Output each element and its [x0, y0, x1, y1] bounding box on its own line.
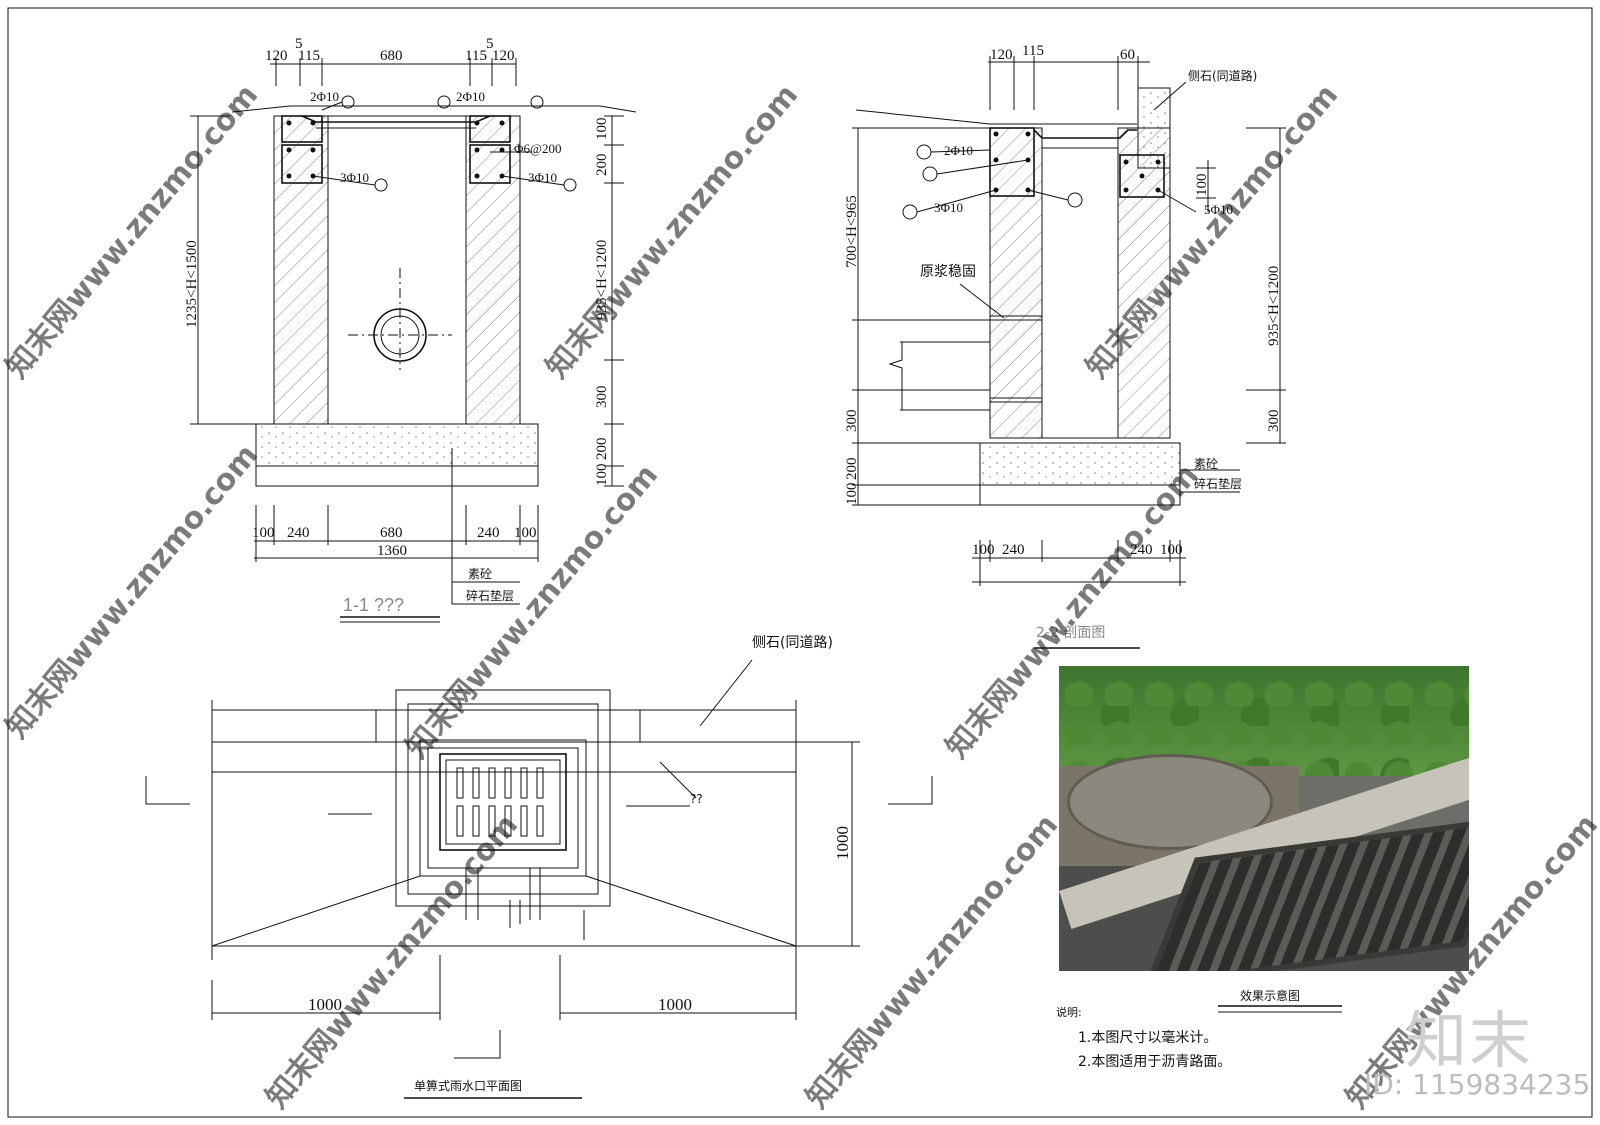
- dim-bottom-2: 240: [287, 525, 310, 541]
- s22-dim-bottom-4: 100: [1160, 542, 1183, 558]
- dim-bottom-4: 240: [477, 525, 500, 541]
- section-2-2-title: 2-2 剖面图: [1036, 625, 1105, 641]
- dim-right-1: 100: [594, 118, 610, 141]
- dim-top-3: 680: [380, 48, 403, 64]
- s22-mortar-label: 原浆稳固: [920, 264, 976, 280]
- s22-dim-right-2: 935<H<1200: [1266, 266, 1282, 346]
- note-item-2: 2.本图适用于沥青路面。: [1078, 1054, 1231, 1070]
- effect-photo: [1059, 666, 1469, 971]
- s22-rebar-1: 2Φ10: [944, 143, 973, 158]
- note-item-1: 1.本图尺寸以毫米计。: [1078, 1029, 1217, 1046]
- s22-dim-right-1: 100: [1194, 174, 1210, 197]
- dim-bottom-5: 100: [514, 525, 537, 541]
- rebar-label-3: 3Φ10: [340, 170, 369, 185]
- plan-title: 单箅式雨水口平面图: [414, 1078, 522, 1093]
- section-2-2: [852, 56, 1286, 649]
- plan-dim-right: 1000: [658, 995, 692, 1014]
- dim-top-small-1: 5: [295, 36, 303, 52]
- s22-dim-left-1: 700<H<965: [844, 195, 860, 268]
- watermark-5: 知末网www.znzmo.com: [399, 458, 665, 765]
- s22-curb-label: 侧石(同道路): [1188, 68, 1257, 83]
- dim-right-4: 300: [594, 386, 610, 409]
- rebar-label-4: 3Φ10: [528, 170, 557, 185]
- dim-right-6: 100: [594, 464, 610, 487]
- dim-right-2: 200: [594, 154, 610, 177]
- dim-bottom-3: 680: [380, 525, 403, 541]
- plain-concrete-base: [255, 423, 539, 467]
- s22-dim-bottom-1: 100: [972, 542, 995, 558]
- plan-labels: 侧石(同道路) ?? 1000 1000 1000 单箅式雨水口平面图: [308, 635, 852, 1093]
- section-1-1: [190, 58, 637, 623]
- s22-rebar-2: 3Φ10: [934, 200, 963, 215]
- dim-left-height: 1235<H<1500: [184, 240, 200, 328]
- sheet-border: [7, 7, 1593, 1118]
- s22-dim-bottom-3: 240: [1130, 542, 1153, 558]
- s22-dim-left-4: 100: [844, 483, 860, 506]
- photo-caption: 效果示意图: [1240, 988, 1300, 1003]
- section-1-1-labels: 120 115 680 115 120 5 5 2Φ10 2Φ10 3Φ10 3…: [184, 36, 610, 615]
- dim-right-5: 200: [594, 438, 610, 461]
- s22-dim-top-3: 60: [1120, 47, 1135, 63]
- s22-base-concrete: 素砼: [1194, 457, 1218, 471]
- s22-dim-left-2: 300: [844, 410, 860, 433]
- watermark-id: ID: 1159834235: [1364, 1068, 1591, 1101]
- base-label-gravel: 碎石垫层: [466, 588, 514, 603]
- dim-top-small-2: 5: [486, 36, 494, 52]
- plan-unknown-label: ??: [690, 792, 703, 806]
- watermark-logo: 知末: [1405, 1004, 1534, 1077]
- s22-dim-right-3: 300: [1266, 410, 1282, 433]
- plan-grate: [439, 753, 567, 851]
- dim-right-3: 935<H<1200: [594, 240, 610, 320]
- section-2-2-labels: 120 115 60 侧石(同道路) 2Φ10 3Φ10 5Φ10 原浆稳固 素…: [844, 43, 1282, 641]
- s22-dim-left-3: 200: [844, 458, 860, 481]
- watermark-2: 知末网www.znzmo.com: [539, 78, 805, 385]
- s22-dim-top-1: 120: [990, 47, 1013, 63]
- right-wall: [465, 115, 521, 425]
- plan-view: [145, 659, 933, 1099]
- plan-curb-label: 侧石(同道路): [752, 635, 833, 651]
- watermark-1: 知末网www.znzmo.com: [0, 78, 265, 385]
- s22-dim-bottom-2: 240: [1002, 542, 1025, 558]
- base-label-concrete: 素砼: [468, 567, 492, 581]
- s22-rebar-3: 5Φ10: [1204, 202, 1233, 217]
- s22-dim-top-2: 115: [1022, 43, 1044, 59]
- plan-height-dim: 1000: [833, 826, 852, 860]
- notes-block: 效果示意图 说明: 1.本图尺寸以毫米计。 2.本图适用于沥青路面。: [1056, 988, 1342, 1070]
- s22-base-gravel: 碎石垫层: [1194, 476, 1242, 491]
- watermark-7: 知末网www.znzmo.com: [259, 808, 525, 1115]
- rebar-label-5: Φ6@200: [514, 141, 561, 156]
- dim-top-2: 115: [298, 48, 320, 64]
- dim-bottom-1: 100: [252, 525, 275, 541]
- dim-top-4: 115: [465, 48, 487, 64]
- dim-top-1: 120: [265, 48, 288, 64]
- left-wall: [273, 115, 329, 425]
- plan-dim-left: 1000: [308, 995, 342, 1014]
- rebar-label-1: 2Φ10: [310, 89, 339, 104]
- dim-overall-width: 1360: [377, 543, 407, 559]
- rebar-label-2: 2Φ10: [456, 89, 485, 104]
- section-1-1-title: 1-1 ???: [343, 595, 404, 615]
- watermark-4: 知末网www.znzmo.com: [0, 438, 265, 745]
- notes-heading: 说明:: [1056, 1005, 1082, 1019]
- dim-top-5: 120: [492, 48, 515, 64]
